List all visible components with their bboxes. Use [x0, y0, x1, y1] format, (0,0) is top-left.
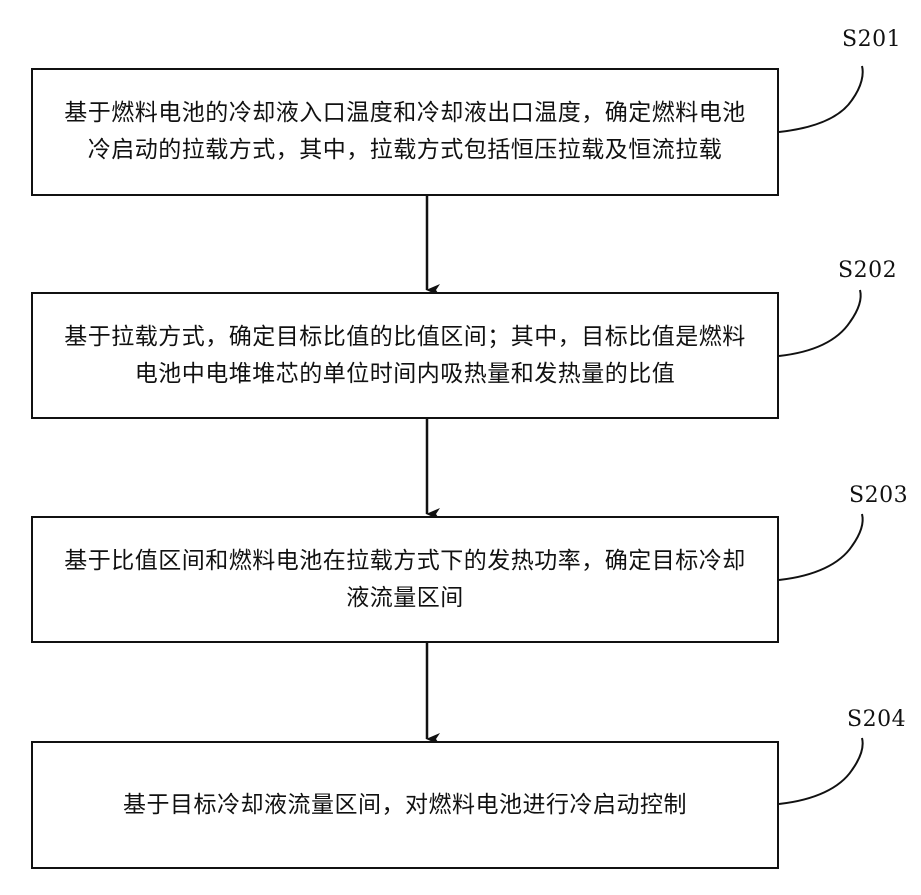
step-box-s201: 基于燃料电池的冷却液入口温度和冷却液出口温度，确定燃料电池冷启动的拉载方式，其中… [31, 68, 779, 196]
step-box-s203: 基于比值区间和燃料电池在拉载方式下的发热功率，确定目标冷却液流量区间 [31, 516, 779, 643]
step-box-s204: 基于目标冷却液流量区间，对燃料电池进行冷启动控制 [31, 741, 779, 869]
leader-line-s203 [779, 514, 863, 580]
step-label-s202: S202 [838, 258, 897, 284]
step-text-s201: 基于燃料电池的冷却液入口温度和冷却液出口温度，确定燃料电池冷启动的拉载方式，其中… [60, 95, 750, 169]
leader-line-s201 [779, 66, 863, 132]
step-text-s202: 基于拉载方式，确定目标比值的比值区间；其中，目标比值是燃料电池中电堆堆芯的单位时… [60, 319, 750, 393]
step-text-s203: 基于比值区间和燃料电池在拉载方式下的发热功率，确定目标冷却液流量区间 [60, 543, 750, 617]
step-label-s201: S201 [842, 27, 901, 53]
leader-line-s202 [779, 290, 861, 356]
step-label-s204: S204 [847, 707, 906, 733]
step-label-s203: S203 [849, 483, 908, 509]
step-box-s202: 基于拉载方式，确定目标比值的比值区间；其中，目标比值是燃料电池中电堆堆芯的单位时… [31, 292, 779, 419]
leader-line-s204 [779, 738, 863, 804]
step-text-s204: 基于目标冷却液流量区间，对燃料电池进行冷启动控制 [60, 787, 750, 824]
